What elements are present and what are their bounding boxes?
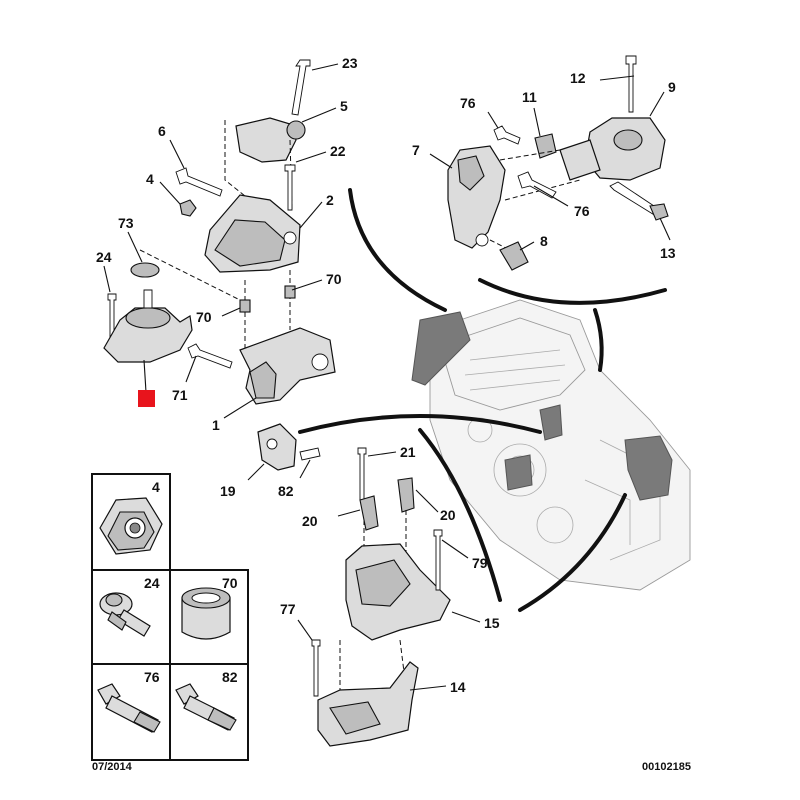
legend-label-82: 82 — [222, 669, 238, 685]
leader-lines — [103, 63, 671, 691]
callout-82: 82 — [278, 483, 294, 499]
connector-gearbox-mount — [418, 428, 502, 602]
legend-flange-bolt-24 — [99, 592, 151, 637]
front-left-mount-assembly — [103, 59, 336, 405]
callout-70a: 70 — [326, 271, 342, 287]
legend-flange-bolt-82 — [175, 683, 237, 731]
red-marker-square — [138, 390, 155, 407]
callout-13: 13 — [660, 245, 676, 261]
callout-21: 21 — [400, 444, 416, 460]
callout-12: 12 — [570, 70, 586, 86]
callout-24: 24 — [96, 249, 112, 265]
legend-label-70: 70 — [222, 575, 238, 591]
legend-bush — [181, 587, 231, 640]
legend-label-76: 76 — [144, 669, 160, 685]
callout-20b: 20 — [440, 507, 456, 523]
connector-torque-link — [298, 414, 542, 434]
legend-label-4: 4 — [152, 479, 160, 495]
connector-right-mount-to-engine — [593, 308, 604, 372]
callout-9: 9 — [668, 79, 676, 95]
callout-5: 5 — [340, 98, 348, 114]
callout-70b: 70 — [196, 309, 212, 325]
callout-22: 22 — [330, 143, 346, 159]
callout-labels: 23 5 6 22 4 2 73 24 70 70 71 1 12 9 76 1… — [96, 55, 676, 695]
callout-14: 14 — [450, 679, 466, 695]
engine-illustration — [411, 299, 691, 591]
torque-link-assembly — [257, 423, 321, 471]
legend-flange-nut — [99, 497, 163, 555]
connector-gearbox-to-engine — [518, 493, 627, 612]
right-mount-assembly — [447, 55, 669, 271]
callout-73: 73 — [118, 215, 134, 231]
hardware-legend: 4 24 70 76 82 — [91, 473, 249, 761]
callout-6: 6 — [158, 123, 166, 139]
legend-flange-bolt-76 — [97, 683, 161, 733]
callout-11: 11 — [522, 89, 537, 105]
callout-77: 77 — [280, 601, 296, 617]
callout-76b: 76 — [574, 203, 590, 219]
footer-date: 07/2014 — [92, 761, 133, 773]
callout-79: 79 — [472, 555, 488, 571]
callout-8: 8 — [540, 233, 548, 249]
callout-1: 1 — [212, 417, 220, 433]
callout-76a: 76 — [460, 95, 476, 111]
legend-label-24: 24 — [144, 575, 160, 591]
callout-4: 4 — [146, 171, 154, 187]
callout-20a: 20 — [302, 513, 318, 529]
callout-19: 19 — [220, 483, 236, 499]
callout-2: 2 — [326, 192, 334, 208]
callout-23: 23 — [342, 55, 358, 71]
connector-front-mount — [348, 188, 447, 312]
callout-71: 71 — [172, 387, 188, 403]
callout-7: 7 — [412, 142, 420, 158]
connector-right-mount — [478, 278, 667, 305]
gearbox-mount-assembly — [311, 447, 451, 747]
callout-15: 15 — [484, 615, 500, 631]
footer-code: 00102185 — [642, 761, 691, 773]
